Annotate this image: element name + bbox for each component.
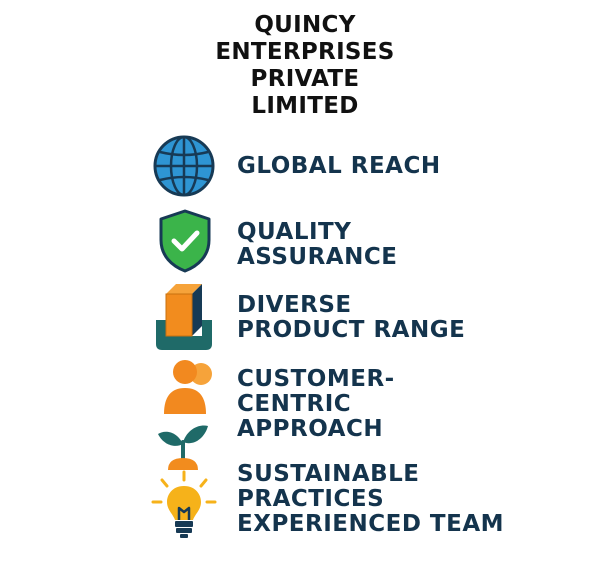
feature-label-line: EXPERIENCED TEAM	[237, 511, 505, 537]
lightbulb-icon	[151, 470, 217, 538]
feature-sustainable-practices: SUSTAINABLE PRACTICES	[237, 462, 420, 512]
feature-label-line: ASSURANCE	[237, 244, 398, 270]
feature-global-reach: GLOBAL REACH	[237, 154, 441, 179]
company-title: QUINCY ENTERPRISES PRIVATE LIMITED	[0, 12, 600, 120]
product-box-icon	[156, 284, 212, 350]
title-line: PRIVATE	[250, 66, 360, 92]
shield-check-icon	[159, 209, 211, 273]
title-line: ENTERPRISES	[215, 39, 395, 65]
feature-quality-assurance: QUALITY ASSURANCE	[237, 220, 397, 270]
feature-label-line: PRODUCT RANGE	[237, 317, 466, 343]
feature-label-line: CUSTOMER-	[237, 366, 395, 392]
feature-label-line: DIVERSE	[237, 292, 352, 318]
feature-experienced-team: EXPERIENCED TEAM	[237, 512, 504, 537]
title-line: LIMITED	[251, 93, 359, 119]
feature-label-line: CENTRIC	[237, 391, 352, 417]
globe-icon	[153, 135, 215, 197]
feature-label-line: GLOBAL REACH	[237, 153, 441, 179]
people-icon	[164, 360, 212, 414]
sprout-icon	[158, 425, 208, 470]
feature-label-line: QUALITY	[237, 219, 352, 245]
feature-label-line: SUSTAINABLE	[237, 461, 420, 487]
title-line: QUINCY	[254, 12, 356, 38]
feature-label-line: APPROACH	[237, 416, 384, 442]
feature-label-line: PRACTICES	[237, 486, 385, 512]
feature-diverse-product-range: DIVERSE PRODUCT RANGE	[237, 293, 465, 343]
feature-customer-centric: CUSTOMER- CENTRIC APPROACH	[237, 367, 395, 442]
